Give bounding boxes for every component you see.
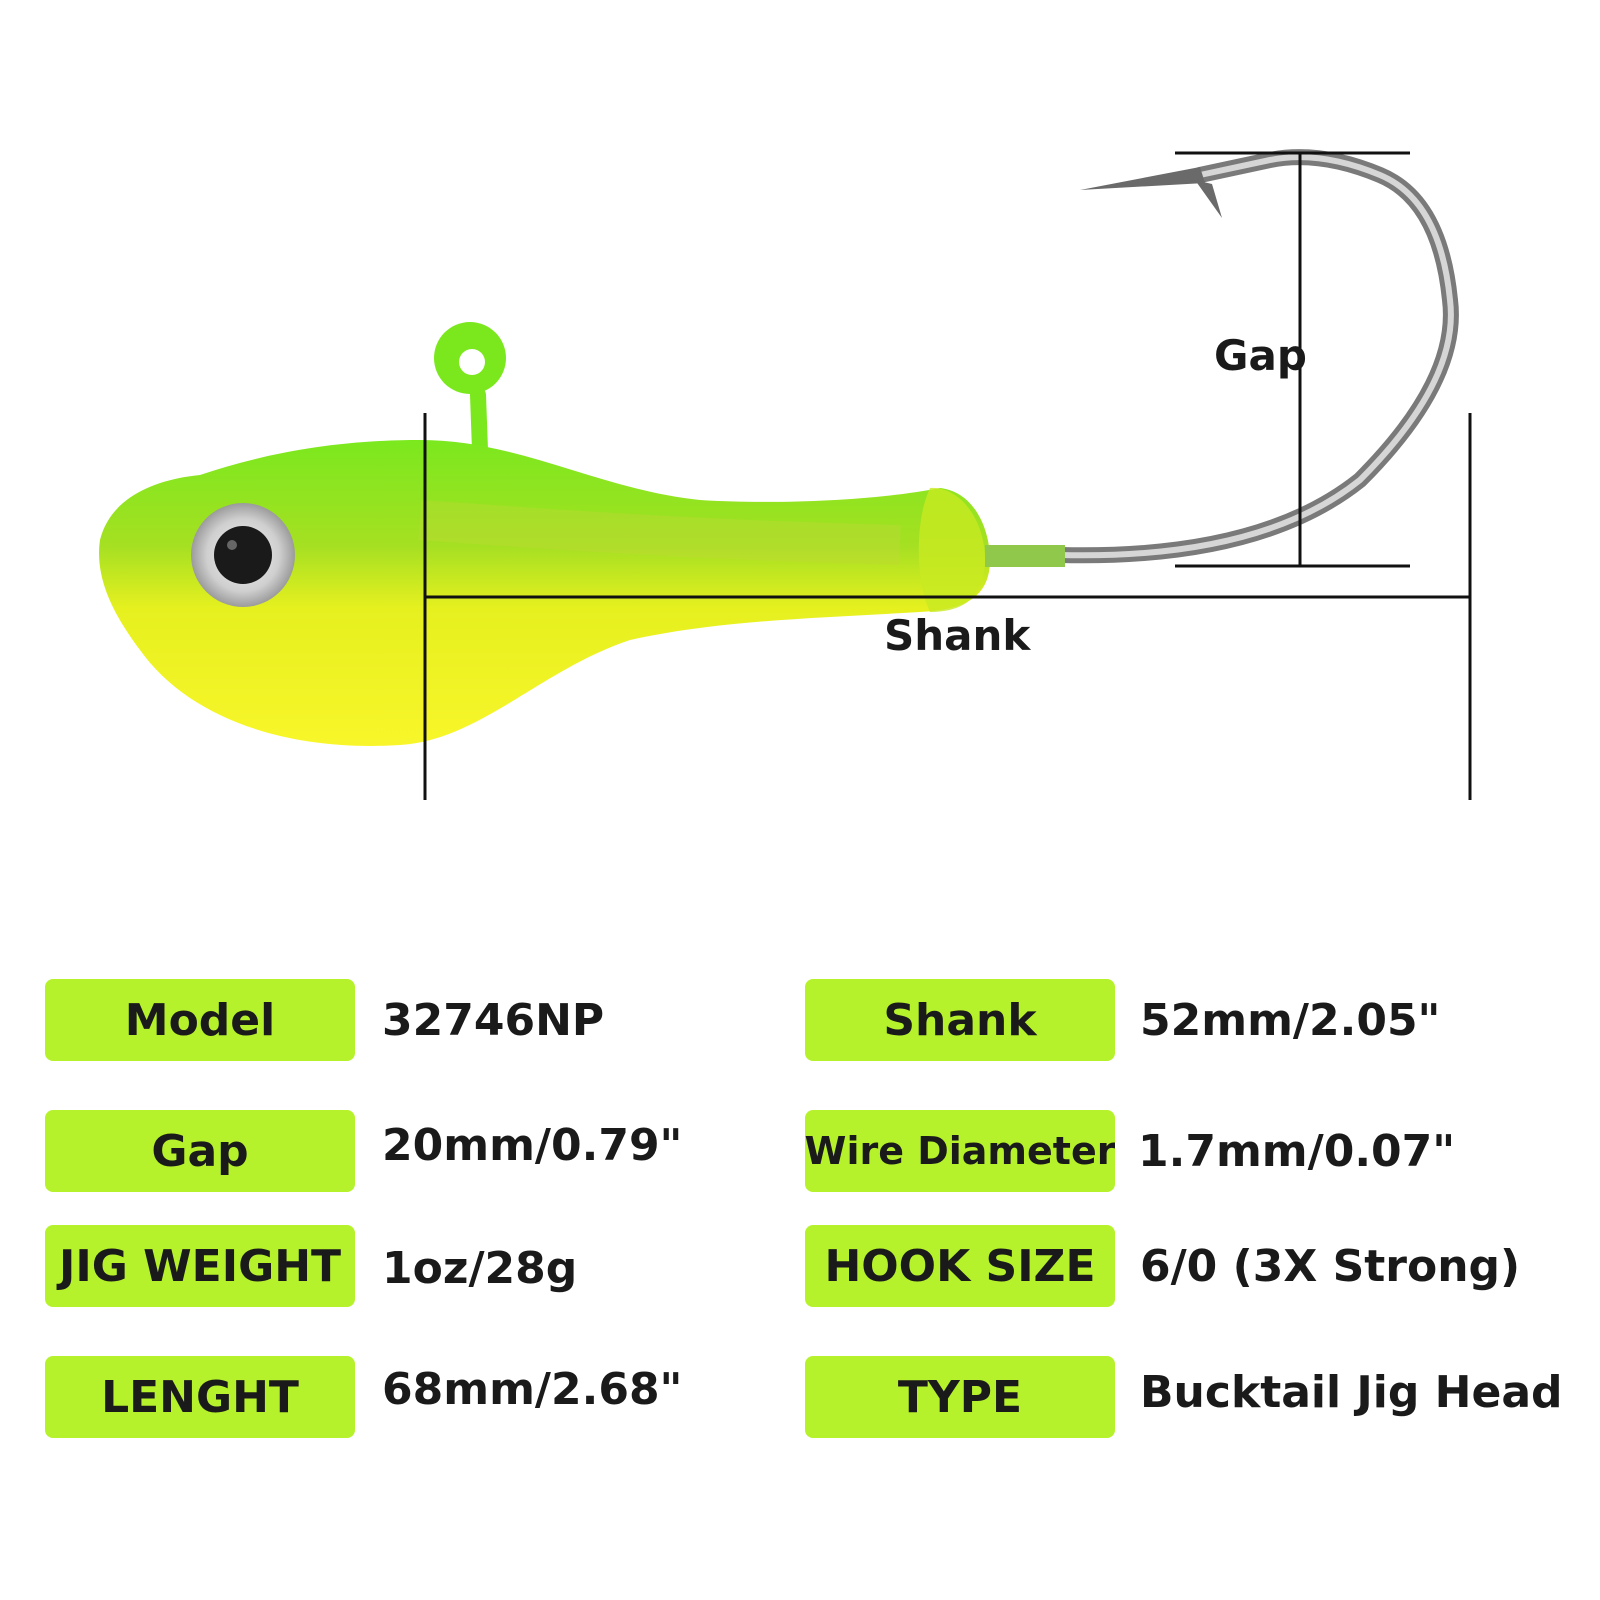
spec-label-length: LENGHT (45, 1356, 355, 1438)
spec-label-wire-diameter: Wire Diameter (805, 1110, 1115, 1192)
hook (982, 149, 1459, 564)
spec-label-type: TYPE (805, 1356, 1115, 1438)
jig-eye (191, 503, 295, 607)
jig-head-illustration (99, 149, 1472, 800)
jig-head-diagram: Gap Shank (99, 149, 1472, 800)
spec-value-hook-size: 6/0 (3X Strong) (1140, 1240, 1521, 1292)
spec-label-jig-weight: JIG WEIGHT (45, 1225, 355, 1307)
line-tie-eye (434, 322, 506, 458)
dimension-lines (423, 151, 1472, 800)
spec-label-shank: Shank (805, 979, 1115, 1061)
spec-value-jig-weight: 1oz/28g (382, 1242, 578, 1294)
spec-value-shank: 52mm/2.05" (1140, 994, 1441, 1046)
spec-value-type: Bucktail Jig Head (1140, 1366, 1563, 1418)
spec-value-model: 32746NP (382, 994, 605, 1046)
spec-label-model: Model (45, 979, 355, 1061)
jig-body (99, 440, 1065, 746)
spec-value-length: 68mm/2.68" (382, 1363, 683, 1415)
spec-label-gap: Gap (45, 1110, 355, 1192)
gap-label: Gap (1214, 331, 1307, 380)
shank-label: Shank (884, 611, 1031, 660)
spec-label-hook-size: HOOK SIZE (805, 1225, 1115, 1307)
spec-value-gap: 20mm/0.79" (382, 1119, 683, 1171)
spec-value-wire-diameter: 1.7mm/0.07" (1138, 1125, 1456, 1177)
